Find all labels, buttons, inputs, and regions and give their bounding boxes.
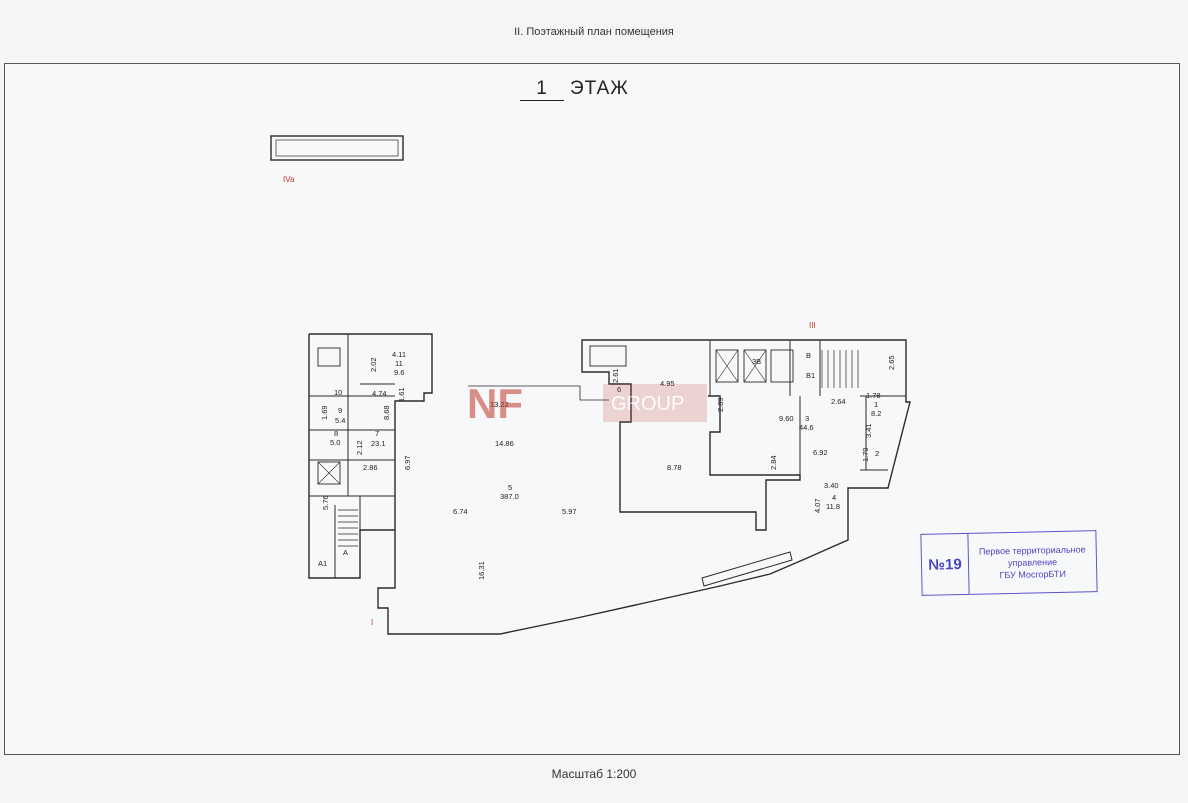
room-7-area: 23.1 [371, 439, 386, 448]
dim-label: 4.07 [813, 498, 822, 513]
dim-label: 4.11 [392, 350, 406, 359]
stair-b-label: В [806, 351, 811, 360]
shaft-3b-label: 3В [752, 357, 761, 366]
dim-label: 2.64 [831, 397, 846, 406]
dim-label: 13.22 [490, 400, 509, 409]
stair-east-treads [821, 350, 859, 388]
dim-label: 16.31 [477, 561, 486, 580]
section-mark-iva: IVa [283, 175, 295, 184]
room-3-area: 44.6 [799, 423, 814, 432]
shaft-crosses [317, 349, 767, 485]
room-11-area: 9.6 [394, 368, 404, 377]
dim-label: 8.78 [667, 463, 682, 472]
scale-label: Масштаб 1:200 [551, 767, 637, 781]
section-mark-i: I [371, 618, 373, 627]
dim-label: 1.79 [861, 447, 870, 462]
section-mark-iii: III [809, 321, 816, 330]
dim-label: 6.97 [403, 455, 412, 470]
stair-iva-outline [270, 135, 404, 161]
dim-label: 2.86 [363, 463, 378, 472]
stamp-line-1: Первое территориальное [978, 544, 1086, 557]
dim-label: 4.74 [372, 389, 387, 398]
dim-label: 2.02 [369, 357, 378, 372]
room-11-number: 11 [395, 359, 403, 368]
dim-label: 6.92 [813, 448, 828, 457]
stair-west-treads [338, 509, 358, 547]
dim-label: 14.86 [495, 439, 514, 448]
stair-a-label: А [343, 548, 348, 557]
shaft-north [589, 345, 627, 367]
dim-label: 2.65 [887, 355, 896, 370]
dim-label: 5.97 [562, 507, 577, 516]
floor-word: ЭТАЖ [570, 78, 629, 99]
stair-b1-label: В1 [806, 371, 815, 380]
bti-stamp: №19 Первое территориальное управление ГБ… [920, 530, 1098, 596]
room-4-number: 4 [832, 493, 836, 502]
stair-a1-label: А1 [318, 559, 327, 568]
dim-label: 1.78 [866, 391, 881, 400]
room-8-number: 8 [334, 429, 338, 438]
partitions-east [709, 340, 906, 475]
room-6-number: 6 [617, 385, 621, 394]
stamp-text: Первое территориальное управление ГБУ Мо… [968, 531, 1096, 594]
shaft-east-3 [770, 349, 794, 383]
floor-label: 1 ЭТАЖ [520, 78, 629, 101]
shaft-west [317, 347, 341, 367]
room-9-area: 5.4 [335, 416, 345, 425]
dim-label: 2.12 [355, 440, 364, 455]
room-7-number: 7 [375, 429, 379, 438]
dim-label: 1.69 [320, 405, 329, 420]
dim-label: 1.61 [397, 387, 406, 402]
west-wing-outline [308, 334, 395, 579]
room-10-number: 10 [334, 388, 342, 397]
room-1-number: 1 [874, 400, 878, 409]
shaft-east-1 [715, 349, 739, 383]
page-title: II. Поэтажный план помещения [514, 26, 674, 38]
dim-label: 2.84 [769, 455, 778, 470]
dim-label: 6.74 [453, 507, 468, 516]
stair-iva-inner [275, 139, 399, 157]
dim-label: 2.89 [716, 397, 725, 412]
stamp-number: №19 [921, 533, 970, 595]
skewed-slab [701, 551, 793, 587]
room-4-area: 11.8 [826, 502, 840, 511]
dim-label: 2.61 [611, 368, 620, 383]
room-5-number: 5 [508, 483, 512, 492]
room-8-area: 5.0 [330, 438, 340, 447]
drawing-frame [4, 63, 1180, 755]
dim-label: 4.95 [660, 379, 675, 388]
floor-number: 1 [520, 78, 564, 101]
room-2-number: 2 [875, 449, 879, 458]
main-hall-interior [394, 385, 609, 412]
dim-label: 5.76 [321, 495, 330, 510]
partitions-west [309, 334, 395, 578]
room-1-area: 8.2 [871, 409, 881, 418]
dim-label: 8.68 [382, 405, 391, 420]
dim-label: 9.60 [779, 414, 794, 423]
building-outline [309, 333, 911, 635]
stamp-line-2: управление [1007, 556, 1058, 569]
room-3-number: 3 [805, 414, 809, 423]
room-5-area: 387.0 [500, 492, 519, 501]
dim-label: 3.40 [824, 481, 839, 490]
dim-label: 3.41 [864, 423, 873, 438]
lift-west [317, 461, 341, 485]
stamp-line-3: ГБУ МосгорБТИ [999, 568, 1067, 581]
room-9-number: 9 [338, 406, 342, 415]
shaft-east-2 [743, 349, 767, 383]
